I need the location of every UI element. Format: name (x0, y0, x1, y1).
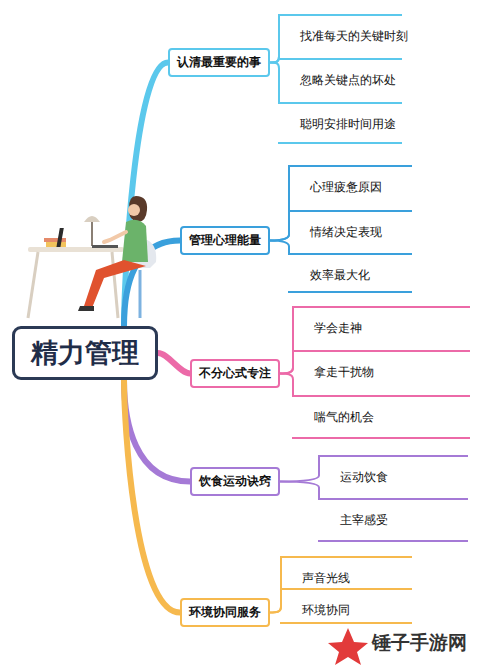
lamp-stand (91, 222, 93, 246)
shoe (78, 306, 94, 311)
subtopic-item: 心理疲惫原因 (288, 165, 412, 209)
arm (104, 232, 126, 242)
node-text: 喘气的机会 (314, 409, 460, 426)
node-text: 精力管理 (31, 335, 139, 371)
watermark-logo (328, 628, 368, 665)
subtopic-item: 主宰感受 (318, 498, 468, 542)
connector (124, 380, 180, 613)
connector (270, 241, 289, 255)
torso (122, 220, 148, 262)
subtopic-item: 学会走神 (292, 306, 470, 350)
subtopic-item: 环境协同 (280, 588, 412, 624)
connector (280, 456, 319, 482)
chair-leg (139, 270, 142, 318)
lamp-shade (84, 216, 100, 222)
node-text: 主宰感受 (340, 512, 458, 529)
node-text: 忽略关键点的坏处 (300, 72, 392, 89)
node-text: 拿走干扰物 (314, 364, 460, 381)
node-text: 效率最大化 (310, 267, 402, 284)
connector (270, 211, 289, 241)
subtopic-item: 拿走干扰物 (292, 350, 470, 394)
node-text: 声音光线 (302, 570, 402, 587)
node-text: 饮食运动诀窍 (199, 473, 271, 490)
book (44, 238, 66, 242)
node-text: 心理疲惫原因 (310, 179, 402, 196)
laptop-base (92, 245, 118, 248)
connector (270, 166, 289, 241)
desk-leg (112, 252, 118, 318)
branch-box: 管理心理能量 (180, 226, 270, 255)
desk-leg (28, 252, 38, 318)
subtopic-item: 忽略关键点的坏处 (278, 58, 402, 102)
hair (129, 196, 147, 222)
subtopic-item: 找准每天的关键时刻 (278, 14, 402, 58)
book (46, 242, 66, 247)
connector (124, 380, 190, 482)
legs (84, 260, 146, 308)
node-text: 不分心式专注 (199, 365, 271, 382)
node-text: 学会走神 (314, 320, 460, 337)
node-text: 运动饮食 (340, 469, 458, 486)
connector (158, 353, 190, 374)
head (128, 204, 140, 216)
subtopic-item: 运动饮食 (318, 455, 468, 499)
node-text: 找准每天的关键时刻 (300, 28, 392, 45)
subtopic-item: 声音光线 (280, 556, 412, 600)
laptop (56, 228, 63, 247)
subtopic-item: 情绪决定表现 (288, 210, 412, 254)
subtopic-item: 喘气的机会 (292, 395, 470, 439)
branch-box: 认清最重要的事 (168, 48, 270, 77)
subtopic-item: 聪明安排时间用途 (278, 102, 402, 144)
branch-box: 不分心式专注 (190, 359, 280, 388)
node-text: 情绪决定表现 (310, 224, 402, 241)
branch-box: 饮食运动诀窍 (190, 467, 280, 496)
connector (280, 482, 319, 500)
node-text: 聪明安排时间用途 (300, 116, 392, 133)
node-text: 认清最重要的事 (177, 54, 261, 71)
subtopic-item: 效率最大化 (288, 253, 412, 293)
central-topic: 精力管理 (12, 326, 158, 380)
watermark: 锤子手游网 (372, 630, 467, 656)
node-text: 管理心理能量 (189, 232, 261, 249)
node-text: 环境协同 (302, 602, 402, 619)
node-text: 环境协同服务 (189, 604, 261, 621)
branch-box: 环境协同服务 (180, 598, 270, 627)
